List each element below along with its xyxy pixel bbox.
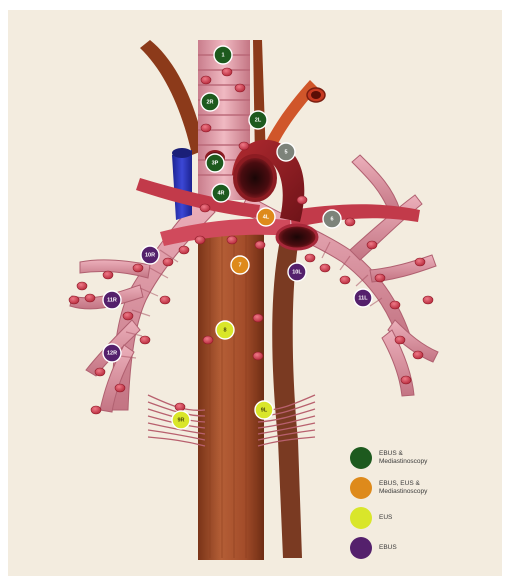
lymph-node bbox=[390, 301, 400, 309]
station-marker-7: 7 bbox=[231, 256, 249, 274]
lymph-node bbox=[222, 68, 232, 76]
station-marker-11r: 11R bbox=[103, 291, 121, 309]
station-marker-label: 7 bbox=[238, 263, 241, 269]
pulmonary-artery-left bbox=[290, 204, 420, 228]
esophagus bbox=[198, 230, 264, 560]
legend-label: EBUS, EUS & Mediastinoscopy bbox=[379, 480, 427, 496]
station-marker-12r: 12R bbox=[103, 344, 121, 362]
lymph-node bbox=[305, 254, 315, 262]
station-marker-9r: 9R bbox=[172, 411, 190, 429]
lymph-node bbox=[91, 406, 101, 414]
legend-item-ebus-mediastinoscopy: EBUS & Mediastinoscopy bbox=[350, 447, 490, 469]
station-marker-label: 11L bbox=[358, 296, 368, 302]
station-marker-label: 12R bbox=[107, 351, 117, 357]
legend-swatch-yellow bbox=[350, 507, 372, 529]
lymph-node bbox=[175, 403, 185, 411]
superior-vena-cava bbox=[172, 150, 192, 220]
lymph-node bbox=[253, 352, 263, 360]
lymph-node bbox=[367, 241, 377, 249]
lymph-node bbox=[340, 276, 350, 284]
legend-swatch-purple bbox=[350, 537, 372, 559]
lymph-node bbox=[95, 368, 105, 376]
station-marker-label: 2R bbox=[206, 100, 213, 106]
station-marker-2r: 2R bbox=[201, 93, 219, 111]
station-marker-label: 9R bbox=[177, 418, 184, 424]
carotid-artery-left bbox=[140, 40, 205, 155]
lymph-node bbox=[133, 264, 143, 272]
station-marker-10l: 10L bbox=[288, 263, 306, 281]
lymph-node bbox=[235, 84, 245, 92]
vena-cava-opening bbox=[172, 148, 192, 158]
station-marker-4l: 4L bbox=[257, 208, 275, 226]
lymph-node bbox=[345, 218, 355, 226]
station-marker-label: 1 bbox=[221, 53, 224, 59]
station-marker-label: 6 bbox=[330, 217, 333, 223]
lymph-node bbox=[401, 376, 411, 384]
pulmonary-artery-lumen bbox=[277, 225, 317, 249]
lymph-node bbox=[203, 336, 213, 344]
station-marker-4r: 4R bbox=[212, 184, 230, 202]
legend-item-ebus: EBUS bbox=[350, 537, 490, 559]
station-marker-6: 6 bbox=[323, 210, 341, 228]
lymph-node bbox=[140, 336, 150, 344]
lymph-node bbox=[423, 296, 433, 304]
station-marker-3p: 3P bbox=[206, 154, 224, 172]
legend-label: EBUS bbox=[379, 544, 397, 552]
lymph-node bbox=[85, 294, 95, 302]
station-marker-9l: 9L bbox=[255, 401, 273, 419]
descending-aorta bbox=[272, 240, 302, 558]
lymph-node bbox=[179, 246, 189, 254]
lymph-node bbox=[297, 196, 307, 204]
station-marker-label: 3P bbox=[212, 161, 219, 167]
legend-item-ebus-eus-mediastinoscopy: EBUS, EUS & Mediastinoscopy bbox=[350, 477, 490, 499]
lymph-node bbox=[395, 336, 405, 344]
lymph-node bbox=[77, 282, 87, 290]
lymph-node bbox=[195, 236, 205, 244]
station-marker-5: 5 bbox=[277, 143, 295, 161]
lymph-node bbox=[103, 271, 113, 279]
legend-item-eus: EUS bbox=[350, 507, 490, 529]
lymph-node bbox=[253, 314, 263, 322]
lymph-node bbox=[201, 76, 211, 84]
legend-label: EUS bbox=[379, 514, 392, 522]
station-marker-label: 4L bbox=[263, 215, 270, 221]
lymph-node bbox=[69, 296, 79, 304]
lymph-node bbox=[200, 204, 210, 212]
station-marker-label: 5 bbox=[284, 150, 287, 156]
lymph-node bbox=[123, 312, 133, 320]
lymph-node bbox=[239, 142, 249, 150]
station-marker-label: 2L bbox=[255, 118, 262, 124]
station-marker-label: 10R bbox=[145, 253, 155, 259]
station-marker-8: 8 bbox=[216, 321, 234, 339]
vessel-opening bbox=[311, 91, 321, 99]
lymph-node bbox=[163, 258, 173, 266]
lymph-node bbox=[201, 124, 211, 132]
lymph-node bbox=[115, 384, 125, 392]
station-marker-10r: 10R bbox=[141, 246, 159, 264]
lymph-node bbox=[413, 351, 423, 359]
lymph-node bbox=[227, 236, 237, 244]
station-marker-label: 10L bbox=[292, 270, 302, 276]
station-marker-2l: 2L bbox=[249, 111, 267, 129]
aorta-lumen bbox=[235, 156, 275, 200]
station-marker-label: 4R bbox=[217, 191, 224, 197]
lymph-node bbox=[255, 241, 265, 249]
legend-swatch-green bbox=[350, 447, 372, 469]
lymph-node bbox=[415, 258, 425, 266]
station-marker-label: 11R bbox=[107, 298, 117, 304]
station-marker-11l: 11L bbox=[354, 289, 372, 307]
legend-label: EBUS & Mediastinoscopy bbox=[379, 450, 427, 466]
station-marker-label: 9L bbox=[261, 408, 268, 414]
lymph-node bbox=[375, 274, 385, 282]
legend-swatch-orange bbox=[350, 477, 372, 499]
lymph-node bbox=[160, 296, 170, 304]
lymph-node bbox=[320, 264, 330, 272]
station-marker-1: 1 bbox=[214, 46, 232, 64]
station-marker-label: 8 bbox=[223, 328, 226, 334]
